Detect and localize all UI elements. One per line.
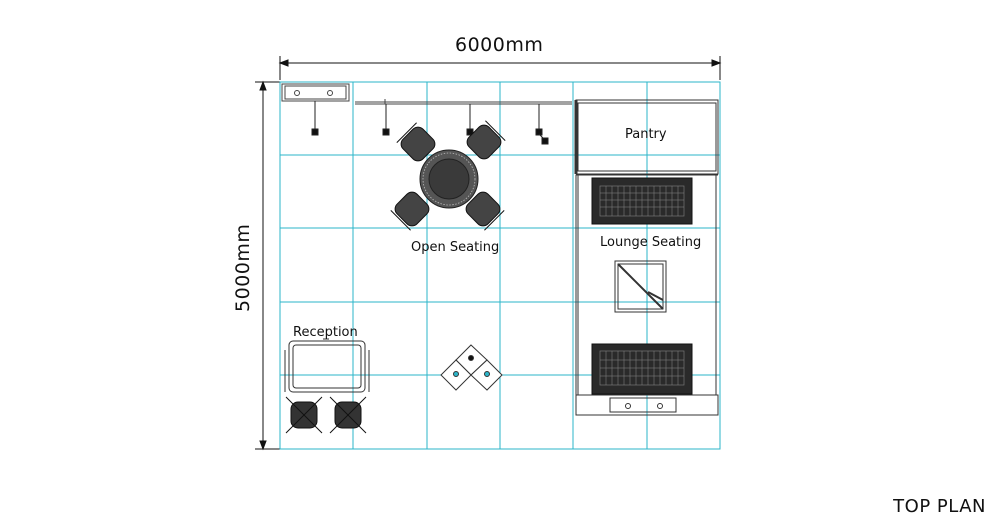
dimension-lines [255, 56, 722, 451]
plan-title: TOP PLAN [893, 496, 986, 517]
reception-label: Reception [293, 325, 358, 340]
open-seating-table [419, 149, 479, 209]
pantry-room [574, 99, 719, 175]
spot-lights [311, 101, 549, 145]
width-dimension-label: 6000mm [455, 34, 544, 56]
reception-stools [285, 396, 367, 434]
lounge-sofa-bottom [591, 343, 693, 395]
lounge-cabinet [575, 394, 719, 416]
reception-counter [284, 338, 370, 393]
height-dimension-label: 5000mm [232, 223, 254, 312]
open-seating-chairs [390, 120, 506, 231]
display-plinths [440, 344, 503, 391]
height-dimension-wrapper: 5000mm [232, 224, 254, 332]
open-seating-label: Open Seating [411, 240, 500, 255]
lounge-seating-label: Lounge Seating [600, 235, 702, 250]
lounge-area [575, 174, 718, 395]
wall-shelves [281, 83, 572, 105]
lounge-sofa-top [591, 177, 693, 225]
pantry-label: Pantry [625, 127, 667, 142]
lounge-coffee-table [614, 260, 667, 313]
